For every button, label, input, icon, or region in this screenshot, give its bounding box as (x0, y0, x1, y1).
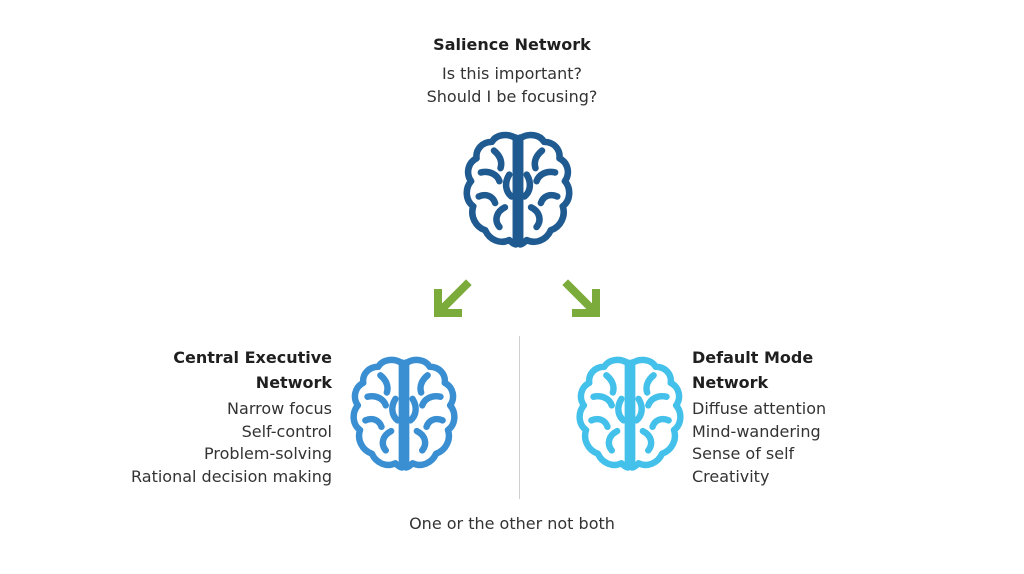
arrow-down-right-icon (562, 279, 600, 317)
center-divider (519, 336, 520, 499)
central-item: Rational decision making (131, 466, 332, 486)
default-mode-title-line1: Default Mode (692, 348, 814, 367)
salience-network-block: Salience Network Is this important? Shou… (312, 35, 712, 108)
arrow-down-left-icon (434, 279, 472, 317)
default-mode-block: Default Mode Network Diffuse attention M… (692, 348, 826, 488)
default-mode-title-line2: Network (692, 373, 769, 392)
central-executive-title-line1: Central Executive (173, 348, 332, 367)
salience-question-1: Is this important? (442, 64, 582, 83)
central-item: Narrow focus (227, 399, 332, 418)
central-item: Self-control (241, 421, 332, 441)
default-item: Creativity (692, 466, 770, 486)
central-executive-title-line2: Network (255, 373, 332, 392)
salience-question-2: Should I be focusing? (426, 86, 598, 106)
salience-network-title: Salience Network (433, 35, 591, 54)
default-item: Sense of self (692, 444, 795, 463)
central-executive-block: Central Executive Network Narrow focus S… (131, 348, 332, 488)
central-executive-brain-icon (350, 356, 458, 471)
default-item: Mind-wandering (692, 421, 821, 441)
default-item: Diffuse attention (692, 399, 827, 418)
default-mode-brain-icon (576, 356, 684, 471)
footer-note: One or the other not both (409, 514, 615, 533)
central-item: Problem-solving (204, 444, 332, 463)
salience-brain-icon (463, 131, 573, 248)
